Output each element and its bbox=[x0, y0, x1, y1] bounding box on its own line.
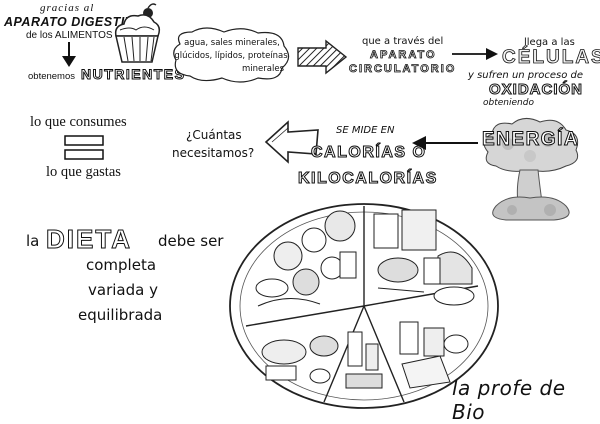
cells-line2: y sufren un proceso de bbox=[468, 70, 583, 81]
nutrient-list-3: minerales bbox=[180, 64, 284, 75]
cupcake-icon bbox=[110, 4, 164, 66]
down-arrow-icon bbox=[62, 42, 76, 68]
consume-text: lo que consumes bbox=[30, 114, 127, 131]
nutrient-list-1: agua, sales minerales, bbox=[180, 38, 284, 49]
diet-quality-1: completa bbox=[86, 256, 156, 274]
spend-text: lo que gastas bbox=[46, 164, 121, 181]
measure-line1: SE MIDE EN bbox=[336, 125, 394, 136]
diet-word: DIETA bbox=[46, 224, 132, 255]
equals-icon bbox=[64, 135, 104, 161]
measure-line2: CALORÍAS O bbox=[311, 144, 426, 162]
diet-quality-2: variada y bbox=[88, 281, 158, 299]
nutrient-list-2: glúcidos, lípidos, proteínas bbox=[170, 51, 292, 62]
diet-must-be: debe ser bbox=[158, 232, 223, 250]
measure-line3: KILOCALORÍAS bbox=[298, 170, 438, 188]
diet-la: la bbox=[26, 232, 39, 250]
obtain-text: obtenemos bbox=[28, 71, 75, 82]
circulatory-line2: APARATO bbox=[370, 49, 437, 61]
diet-quality-3: equilibrada bbox=[78, 306, 162, 324]
striped-arrow-icon bbox=[296, 40, 348, 74]
cells-line3: obteniendo bbox=[483, 98, 534, 108]
arrow-left-icon bbox=[412, 136, 478, 150]
question-line2: necesitamos? bbox=[172, 146, 254, 160]
energy-word: ENERGÍA bbox=[482, 129, 579, 151]
intro-text: gracias al bbox=[40, 2, 94, 14]
circulatory-line1: que a través del bbox=[362, 36, 443, 47]
circulatory-line3: CIRCULATORIO bbox=[349, 63, 456, 75]
cells-word: CÉLULAS bbox=[502, 47, 600, 69]
oxidation-word: OXIDACIÓN bbox=[489, 81, 583, 98]
arrow-right-icon bbox=[452, 48, 498, 60]
question-line1: ¿Cuántas bbox=[186, 128, 242, 142]
credit-text: la profe de Bio bbox=[452, 376, 600, 424]
foods-text: de los ALIMENTOS bbox=[26, 30, 113, 41]
